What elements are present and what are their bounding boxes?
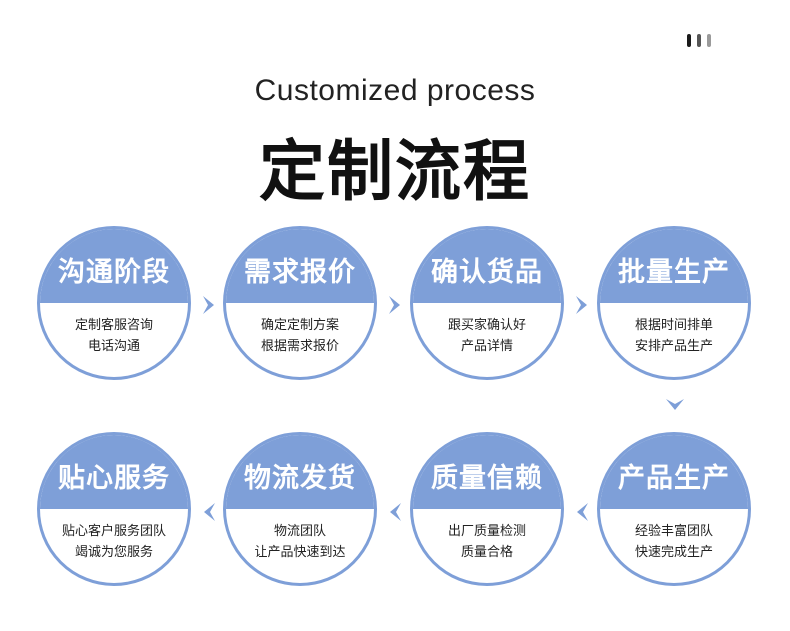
step-line: 快速完成生产 bbox=[634, 545, 713, 560]
step-card-service: 贴心服务 贴心客户服务团队 竭诚为您服务 bbox=[37, 432, 191, 586]
step-line: 贴心客户服务团队 bbox=[61, 524, 166, 539]
page-subtitle: Customized process bbox=[254, 74, 536, 107]
step-heading: 物流发货 bbox=[244, 463, 356, 494]
step-line: 出厂质量检测 bbox=[447, 524, 526, 539]
step-card-quality: 质量信赖 出厂质量检测 质量合格 bbox=[410, 432, 564, 586]
step-line: 安排产品生产 bbox=[634, 339, 713, 354]
step-line: 根据时间排单 bbox=[634, 318, 713, 333]
step-heading: 需求报价 bbox=[244, 257, 356, 288]
step-line: 跟买家确认好 bbox=[447, 318, 526, 333]
step-card-mass-production: 批量生产 根据时间排单 安排产品生产 bbox=[597, 226, 751, 380]
step-heading: 质量信赖 bbox=[431, 463, 543, 494]
step-line: 质量合格 bbox=[460, 545, 513, 560]
chevron-right-icon bbox=[573, 294, 591, 316]
step-heading: 批量生产 bbox=[618, 257, 730, 288]
step-card-confirm: 确认货品 跟买家确认好 产品详情 bbox=[410, 226, 564, 380]
step-card-production: 产品生产 经验丰富团队 快速完成生产 bbox=[597, 432, 751, 586]
chevron-right-icon bbox=[386, 294, 404, 316]
step-line: 竭诚为您服务 bbox=[74, 545, 153, 560]
step-heading: 确认货品 bbox=[431, 257, 543, 288]
step-heading: 沟通阶段 bbox=[58, 257, 170, 288]
menu-dots-icon bbox=[687, 34, 711, 47]
page-title: 定制流程 bbox=[259, 133, 531, 210]
step-line: 电话沟通 bbox=[87, 339, 140, 354]
step-line: 产品详情 bbox=[460, 339, 513, 354]
step-line: 确定定制方案 bbox=[260, 318, 339, 333]
chevron-left-icon bbox=[573, 501, 591, 523]
chevron-left-icon bbox=[386, 501, 404, 523]
step-heading: 产品生产 bbox=[618, 463, 730, 494]
chevron-left-icon bbox=[200, 501, 218, 523]
step-card-logistics: 物流发货 物流团队 让产品快速到达 bbox=[223, 432, 377, 586]
chevron-down-icon bbox=[664, 396, 686, 414]
step-line: 让产品快速到达 bbox=[254, 545, 346, 560]
step-line: 定制客服咨询 bbox=[74, 318, 153, 333]
step-card-communication: 沟通阶段 定制客服咨询 电话沟通 bbox=[37, 226, 191, 380]
step-line: 根据需求报价 bbox=[260, 339, 339, 354]
step-line: 经验丰富团队 bbox=[634, 524, 713, 539]
step-card-quote: 需求报价 确定定制方案 根据需求报价 bbox=[223, 226, 377, 380]
chevron-right-icon bbox=[200, 294, 218, 316]
step-line: 物流团队 bbox=[273, 524, 326, 539]
step-heading: 贴心服务 bbox=[58, 463, 170, 494]
